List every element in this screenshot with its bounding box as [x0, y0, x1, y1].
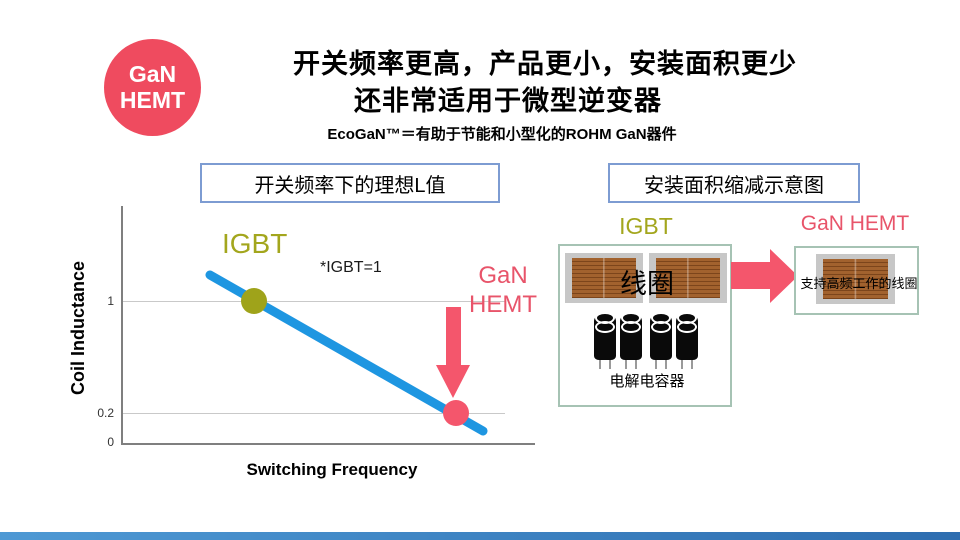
capacitor-ring [621, 321, 641, 333]
capacitor-leg [681, 360, 683, 369]
diagram-section-label-box: 安装面积缩减示意图 [608, 163, 860, 203]
gridline-0-2 [123, 413, 505, 414]
chart-section-label: 开关频率下的理想L值 [254, 174, 446, 197]
chart-gan-label-line1: GaN [478, 262, 528, 289]
chart-section-label-box: 开关频率下的理想L值 [200, 163, 500, 203]
y-tick-1: 1 [107, 294, 114, 308]
coil-winding [656, 258, 720, 298]
chart-reference-note: *IGBT=1 [320, 259, 382, 276]
inductance-trend-line [205, 270, 488, 436]
arrow-down-head-icon [436, 365, 470, 398]
capacitor-leg [665, 360, 667, 369]
capacitor-icon [676, 309, 698, 369]
capacitor-leg [655, 360, 657, 369]
chart-gan-label-line2: HEMT [469, 290, 537, 318]
gan-coil-icon [816, 254, 895, 304]
y-axis-line [121, 206, 123, 445]
slide-title-line2: 还非常适用于微型逆变器 [354, 86, 662, 116]
gan-hemt-badge: GaN HEMT [104, 39, 201, 136]
gan-hemt-data-point [443, 400, 469, 426]
gridline-1 [123, 301, 505, 302]
y-axis-label: Coil Inductance [68, 261, 88, 396]
diagram-gan-title: GaN HEMT [800, 212, 910, 235]
igbt-data-point [241, 288, 267, 314]
badge-line1: GaN [128, 60, 177, 87]
diagram-section-label: 安装面积缩减示意图 [644, 174, 824, 197]
coil-icon [565, 253, 643, 303]
diagram-igbt-title: IGBT [619, 213, 673, 239]
arrow-right-head-icon [770, 249, 798, 303]
coil-label: 线圈 [620, 269, 674, 299]
x-axis-line [121, 443, 535, 445]
capacitor-leg [635, 360, 637, 369]
gan-coil-label: 支持高频工作的线圈 [800, 276, 918, 291]
coil-winding [572, 258, 636, 298]
coil-icon [649, 253, 727, 303]
capacitor-ring [677, 321, 697, 333]
slide-subtitle: EcoGaN™＝有助于节能和小型化的ROHM GaN器件 [327, 126, 677, 143]
y-tick-0-2: 0.2 [97, 406, 114, 420]
capacitor-icon [594, 309, 616, 369]
capacitor-icon [620, 309, 642, 369]
coil-winding [823, 259, 888, 299]
slide-title-line1: 开关频率更高，产品更小，安装面积更少 [293, 49, 797, 79]
capacitor-leg [609, 360, 611, 369]
capacitor-icon [650, 309, 672, 369]
capacitor-leg [691, 360, 693, 369]
capacitor-ring [651, 321, 671, 333]
arrow-down-icon [446, 307, 461, 366]
badge-line2: HEMT [119, 86, 186, 113]
arrow-right-icon [731, 262, 771, 289]
x-axis-label: Switching Frequency [246, 460, 418, 479]
capacitor-ring [595, 321, 615, 333]
y-tick-0: 0 [107, 435, 114, 449]
footer-accent-bar [0, 532, 960, 540]
chart-gan-hemt-label: GaN HEMT [458, 262, 548, 320]
capacitor-leg [625, 360, 627, 369]
chart-igbt-label: IGBT [222, 228, 288, 259]
capacitors-label: 电解电容器 [609, 373, 685, 390]
capacitor-leg [599, 360, 601, 369]
